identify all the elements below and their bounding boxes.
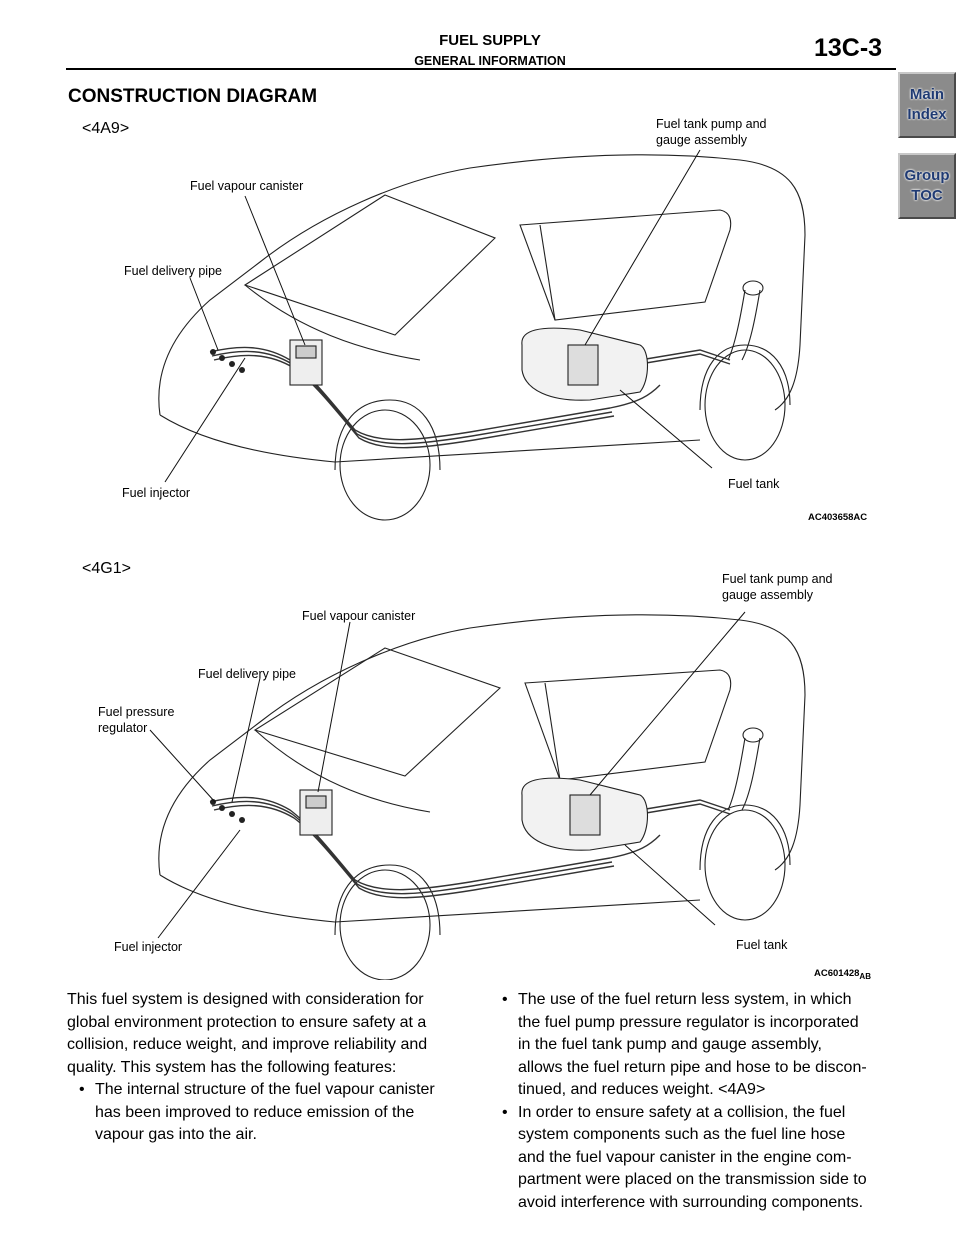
intro-line-3: collision, reduce weight, and improve re… <box>67 1036 428 1053</box>
variant-label-4g1: <4G1> <box>82 560 131 577</box>
bullet3-line-2: system components such as the fuel line … <box>518 1126 846 1143</box>
main-index-button[interactable]: Main Index <box>898 72 956 138</box>
body-left-column: This fuel system is designed with consid… <box>67 989 477 1147</box>
bullet-collision-safety: In order to ensure safety at a collision… <box>498 1102 908 1215</box>
bullet3-line-5: avoid interference with surrounding comp… <box>518 1193 864 1211</box>
car-outline-drawing <box>158 149 806 521</box>
bullet-canister: The internal structure of the fuel vapou… <box>75 1079 477 1147</box>
construction-diagram-4a9: <4A9> Fuel tank pump and gauge assembly … <box>0 0 960 540</box>
figure-id-1: AC403658AC <box>808 512 868 523</box>
label-fuel-pressure-regulator-line1: Fuel pressure <box>98 705 175 719</box>
bullet2-line-2: the fuel pump pressure regulator is inco… <box>518 1013 859 1031</box>
label-fuel-tank-2: Fuel tank <box>736 938 788 952</box>
label-fuel-tank: Fuel tank <box>728 477 780 491</box>
car-outline-drawing-2 <box>149 611 806 980</box>
label-fuel-delivery-pipe: Fuel delivery pipe <box>124 264 222 278</box>
header-rule <box>66 68 896 70</box>
label-fuel-vapour-canister-2: Fuel vapour canister <box>302 609 416 623</box>
bullet2-line-1: The use of the fuel return less system, … <box>518 991 852 1008</box>
bullet2-line-3: in the fuel tank pump and gauge assembly… <box>518 1036 822 1053</box>
label-fuel-vapour-canister: Fuel vapour canister <box>190 179 304 193</box>
intro-line-4: quality. This system has the following f… <box>67 1058 397 1076</box>
bullet1-line-3: vapour gas into the air. <box>95 1126 257 1143</box>
label-fuel-delivery-pipe-2: Fuel delivery pipe <box>198 667 296 681</box>
intro-line-2: global environment protection to ensure … <box>67 1013 427 1031</box>
label-fuel-tank-pump-2-line2: gauge assembly <box>722 588 814 602</box>
bullet3-line-3: and the fuel vapour canister in the engi… <box>518 1148 852 1166</box>
group-toc-button[interactable]: Group TOC <box>898 153 956 219</box>
label-fuel-injector-2: Fuel injector <box>114 940 183 954</box>
figure-id-2-sub: AB <box>859 971 871 981</box>
group-toc-line2: TOC <box>911 187 943 204</box>
bullet3-line-4: partment were placed on the transmission… <box>518 1171 867 1188</box>
section-name: FUEL SUPPLY <box>439 32 541 49</box>
label-fuel-pressure-regulator-line2: regulator <box>98 721 148 735</box>
main-index-line1: Main <box>909 86 945 103</box>
figure-id-2-main: AC601428 <box>814 968 860 979</box>
label-fuel-tank-pump-line1: Fuel tank pump and <box>656 117 767 131</box>
construction-diagram-4g1: <4G1> Fuel tank pump and gauge assembly … <box>0 540 960 981</box>
label-fuel-tank-pump-2-line1: Fuel tank pump and <box>722 572 833 586</box>
section-title: CONSTRUCTION DIAGRAM <box>68 86 318 107</box>
bullet2-line-5: tinued, and reduces weight. <4A9> <box>518 1081 766 1098</box>
page-number: 13C-3 <box>814 34 883 62</box>
label-fuel-tank-pump: Fuel tank pump and gauge assembly <box>656 116 767 148</box>
main-index-line2: Index <box>907 106 947 123</box>
bullet2-line-4: allows the fuel return pipe and hose to … <box>518 1058 867 1076</box>
label-fuel-injector: Fuel injector <box>122 486 191 500</box>
figure-id-2: AC601428AB <box>814 968 871 981</box>
bullet-return-less: The use of the fuel return less system, … <box>498 989 908 1102</box>
label-fuel-pressure-regulator: Fuel pressure regulator <box>98 704 174 736</box>
subsection-name: GENERAL INFORMATION <box>414 54 566 68</box>
group-toc-line1: Group <box>904 167 950 184</box>
bullet1-line-2: has been improved to reduce emission of … <box>95 1103 415 1121</box>
bullet1-line-1: The internal structure of the fuel vapou… <box>95 1081 435 1098</box>
body-right-column: The use of the fuel return less system, … <box>498 989 908 1214</box>
label-fuel-tank-pump-line2: gauge assembly <box>656 133 748 147</box>
intro-line-1: This fuel system is designed with consid… <box>67 991 424 1008</box>
variant-label-4a9: <4A9> <box>82 120 130 137</box>
label-fuel-tank-pump-2: Fuel tank pump and gauge assembly <box>722 571 833 603</box>
bullet3-line-1: In order to ensure safety at a collision… <box>518 1103 846 1121</box>
